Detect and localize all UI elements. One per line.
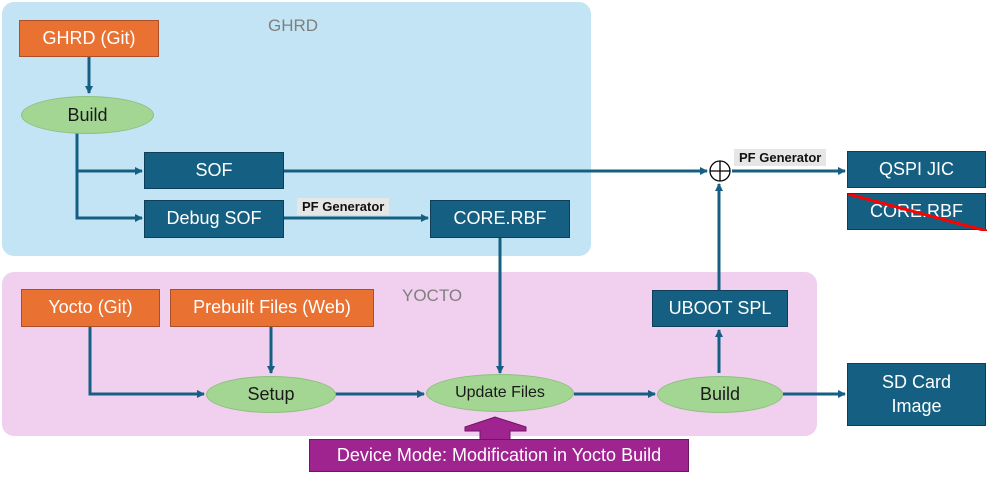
sof-node[interactable]: SOF — [144, 152, 284, 189]
core-rbf-node[interactable]: CORE.RBF — [430, 200, 570, 238]
combiner-icon — [709, 160, 731, 182]
ghrd-region-title: GHRD — [268, 16, 319, 35]
sd-card-image-node[interactable]: SD Card Image — [847, 363, 986, 426]
yocto-build-node[interactable]: Build — [657, 376, 783, 413]
uboot-spl-node[interactable]: UBOOT SPL — [652, 290, 788, 327]
sd-card-image-label: SD Card Image — [881, 372, 952, 416]
setup-node[interactable]: Setup — [206, 376, 336, 413]
strikethrough-line — [848, 194, 987, 231]
pf-generator-label-1: PF Generator — [297, 198, 390, 215]
ghrd-build-node[interactable]: Build — [21, 96, 154, 134]
update-files-node[interactable]: Update Files — [426, 374, 574, 412]
yocto-region-title: YOCTO — [402, 286, 463, 305]
qspi-jic-node[interactable]: QSPI JIC — [847, 151, 986, 188]
debug-sof-node[interactable]: Debug SOF — [144, 200, 284, 238]
yocto-git-node[interactable]: Yocto (Git) — [21, 289, 160, 327]
device-mode-callout: Device Mode: Modification in Yocto Build — [309, 439, 689, 472]
ghrd-git-node[interactable]: GHRD (Git) — [19, 20, 159, 57]
pf-generator-label-2: PF Generator — [734, 149, 827, 166]
core-rbf-struck-node[interactable]: CORE.RBF — [847, 193, 987, 231]
prebuilt-files-node[interactable]: Prebuilt Files (Web) — [170, 289, 374, 327]
